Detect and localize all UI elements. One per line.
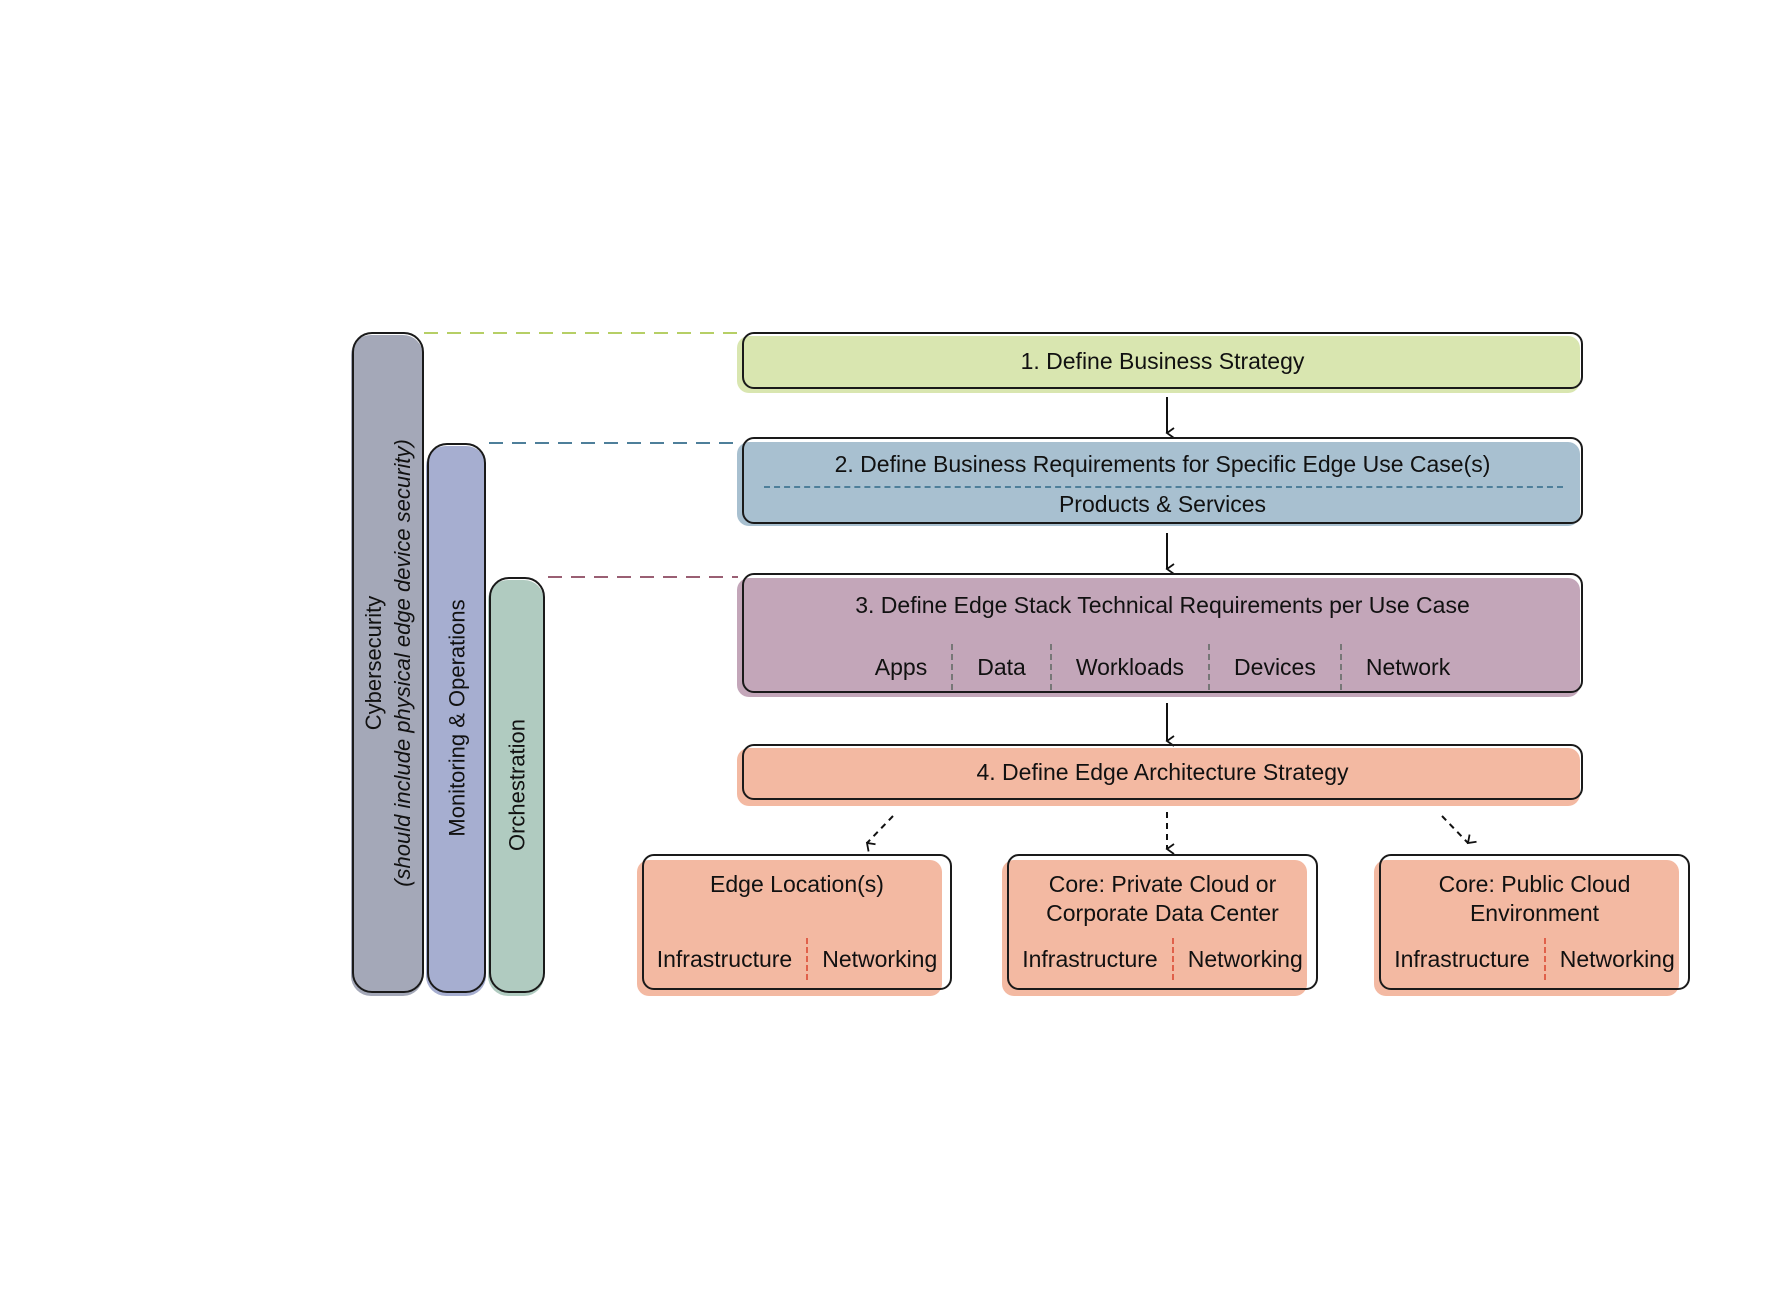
target-public-box: Core: Public Cloud Environment Infrastru… (1379, 854, 1690, 990)
target-edge-infrastructure: Infrastructure (656, 945, 793, 972)
target-private-separator (1171, 938, 1174, 980)
step3-separator (1208, 644, 1211, 690)
target-private-box: Core: Private Cloud or Corporate Data Ce… (1007, 854, 1318, 990)
target-private-title-line1: Core: Private Cloud or (1048, 871, 1277, 897)
step1-fill (737, 336, 1580, 393)
step3-title: 3. Define Edge Stack Technical Requireme… (855, 592, 1470, 618)
target-public-parts: Infrastructure Networking (1381, 938, 1688, 980)
step2-subtitle: Products & Services (1058, 491, 1267, 517)
step3-item-workloads: Workloads (1075, 653, 1185, 680)
step2-divider (764, 486, 1563, 488)
cybersecurity-pillar: Cybersecurity (should include physical e… (352, 332, 424, 993)
step3-separator (1049, 644, 1052, 690)
step2-box: 2. Define Business Requirements for Spec… (742, 437, 1583, 524)
step3-item-data: Data (977, 653, 1026, 680)
orchestration-label: Orchestration (504, 718, 530, 852)
step1-title: 1. Define Business Strategy (1020, 348, 1305, 374)
target-edge-title: Edge Location(s) (710, 871, 884, 897)
target-private-networking: Networking (1187, 945, 1303, 972)
target-public-fill (1374, 860, 1679, 996)
target-public-networking: Networking (1559, 945, 1675, 972)
orchestration-pillar: Orchestration (489, 577, 545, 993)
step2-fill (737, 442, 1580, 526)
step1-box: 1. Define Business Strategy (742, 332, 1583, 389)
target-edge-box: Edge Location(s) Infrastructure Networki… (642, 854, 952, 990)
arrow-to-edge (865, 815, 894, 852)
monitoring-pillar: Monitoring & Operations (427, 443, 486, 993)
target-edge-parts: Infrastructure Networking (644, 938, 950, 980)
cybersecurity-subtitle: (should include physical edge device sec… (390, 438, 415, 887)
target-public-title-line2: Environment (1469, 900, 1600, 926)
step4-box: 4. Define Edge Architecture Strategy (742, 744, 1583, 800)
step3-box: 3. Define Edge Stack Technical Requireme… (742, 573, 1583, 693)
target-public-infrastructure: Infrastructure (1394, 945, 1530, 972)
step4-fill (737, 748, 1580, 806)
target-edge-separator (806, 938, 809, 980)
step3-item-devices: Devices (1234, 653, 1316, 680)
step3-separator (951, 644, 954, 690)
cybersecurity-pillar-shadow (351, 335, 423, 996)
target-edge-networking: Networking (822, 945, 938, 972)
arrow-to-public (1441, 815, 1477, 845)
target-private-title-line2: Corporate Data Center (1046, 900, 1279, 926)
step3-fill (737, 578, 1580, 697)
cybersecurity-title: Cybersecurity (361, 595, 386, 730)
step3-item-network: Network (1365, 653, 1451, 680)
step3-separator (1339, 644, 1342, 690)
step3-item-apps: Apps (874, 653, 928, 680)
monitoring-pillar-shadow (426, 446, 486, 996)
step3-items: Apps Data Workloads Devices Network (744, 644, 1581, 690)
monitoring-label: Monitoring & Operations (444, 599, 469, 837)
target-private-fill (1002, 860, 1307, 996)
orchestration-pillar-shadow (488, 580, 544, 996)
target-edge-fill (637, 860, 942, 996)
step4-title: 4. Define Edge Architecture Strategy (976, 759, 1349, 785)
target-public-separator (1543, 938, 1546, 980)
target-private-parts: Infrastructure Networking (1009, 938, 1316, 980)
target-private-infrastructure: Infrastructure (1022, 945, 1158, 972)
target-public-title-line1: Core: Public Cloud (1438, 871, 1631, 897)
cybersecurity-label: Cybersecurity (should include physical e… (359, 439, 417, 887)
step2-title: 2. Define Business Requirements for Spec… (834, 451, 1491, 477)
